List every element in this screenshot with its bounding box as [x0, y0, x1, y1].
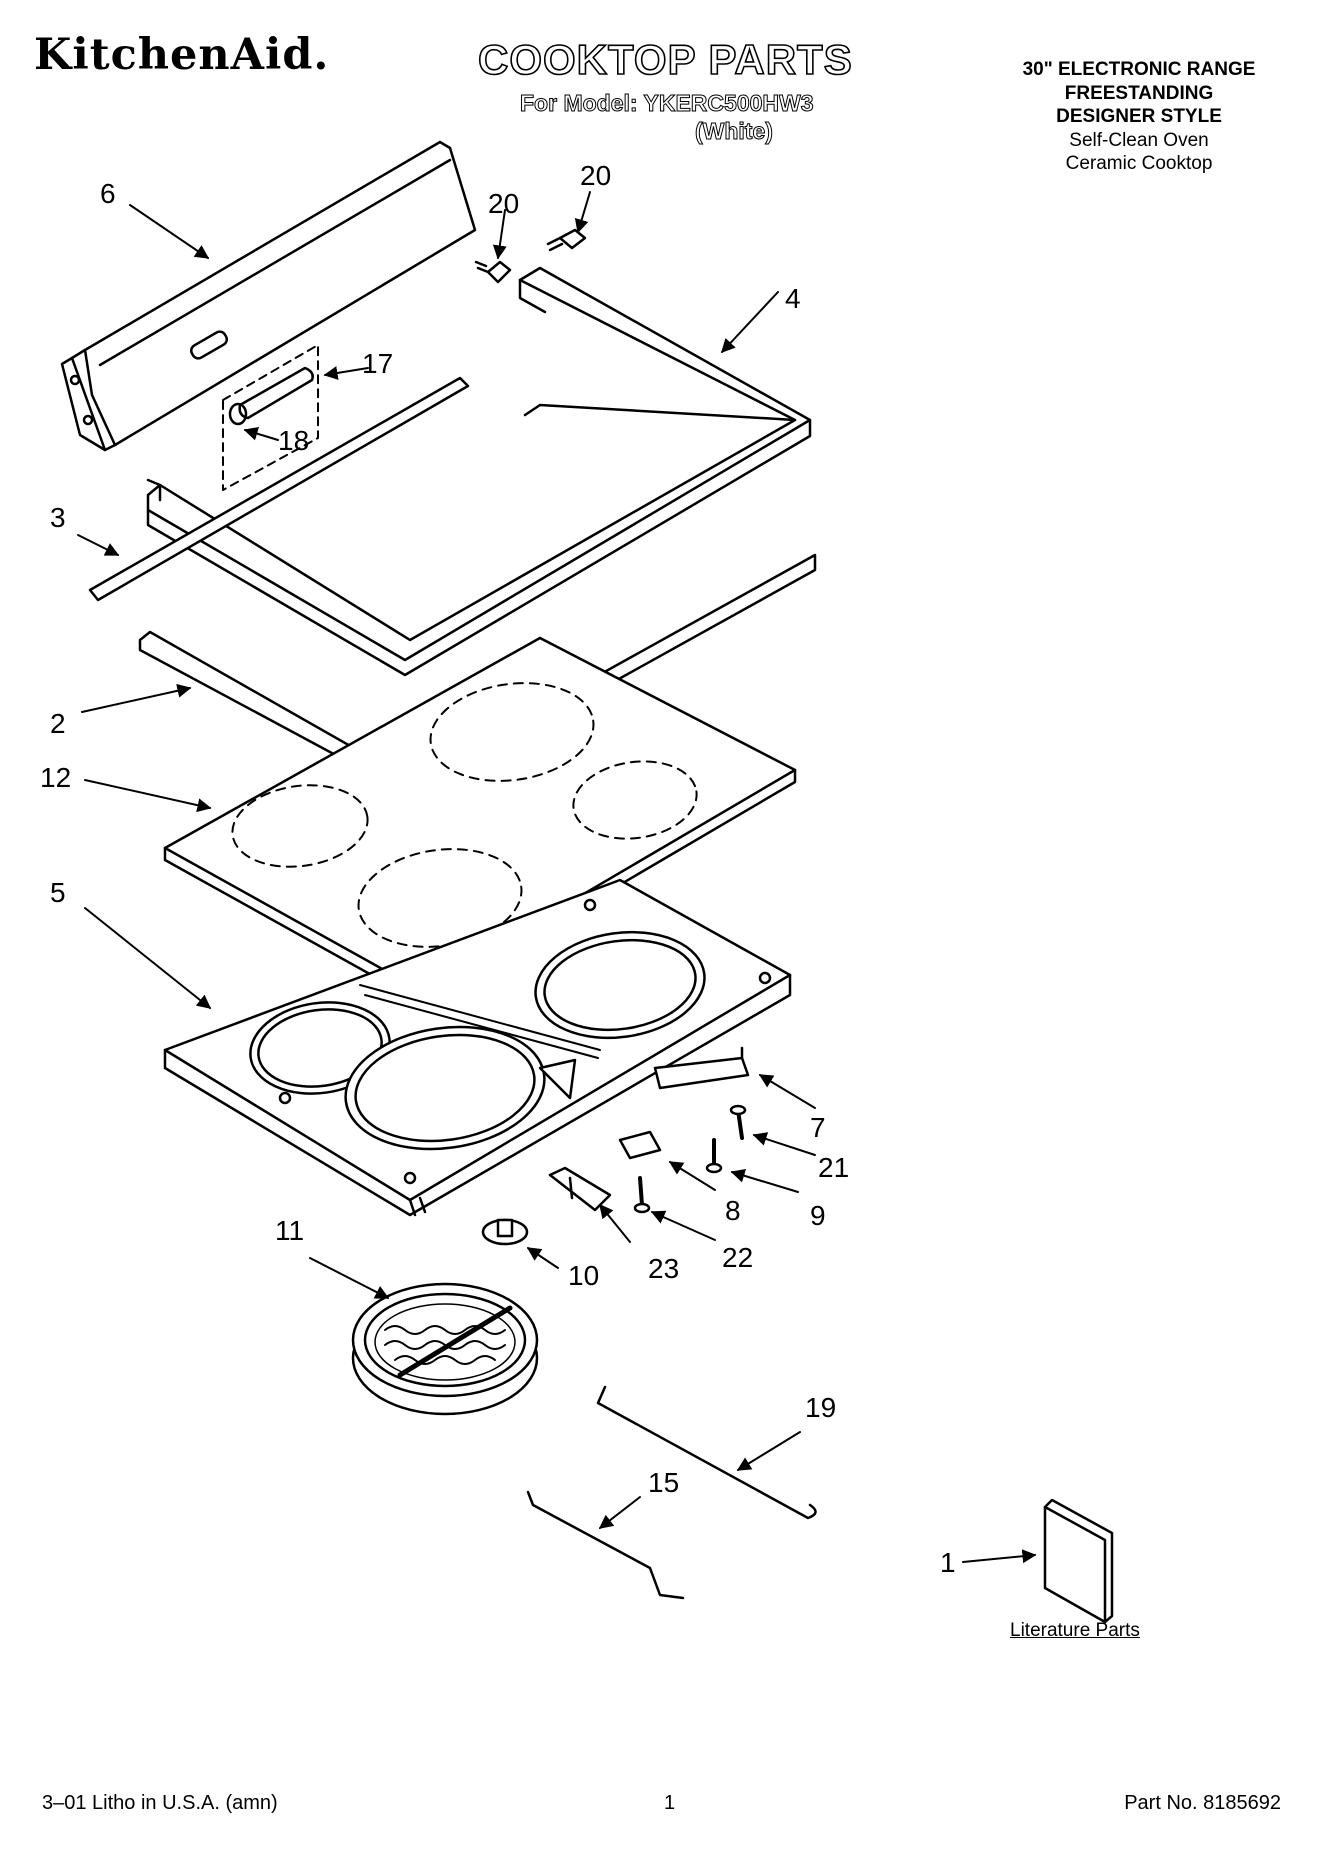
part-5-burner-box — [163, 878, 792, 1217]
callout-21: 21 — [818, 1152, 849, 1183]
callout-5: 5 — [50, 877, 66, 908]
callout-7: 7 — [810, 1112, 826, 1143]
callout-15: 15 — [648, 1467, 679, 1498]
callout-22: 22 — [722, 1242, 753, 1273]
description-line: 30" ELECTRONIC RANGE — [1022, 59, 1256, 80]
part-23-bracket — [548, 1166, 612, 1212]
part-22-screw — [633, 1176, 651, 1214]
description-line: FREESTANDING — [1064, 82, 1214, 104]
callout-11: 11 — [275, 1215, 304, 1246]
part-7-bracket — [653, 1046, 750, 1090]
callout-2: 2 — [50, 708, 66, 739]
part-20-screw — [546, 228, 587, 252]
callout-18: 18 — [278, 425, 309, 456]
part-3-front-strip — [88, 376, 470, 602]
part-9-screw — [705, 1138, 723, 1174]
callout-20-right: 20 — [580, 160, 611, 191]
callout-8: 8 — [725, 1195, 741, 1226]
callout-6: 6 — [100, 178, 116, 209]
brand-logo: KitchenAid. — [34, 30, 330, 80]
callout-20-left: 20 — [488, 188, 519, 219]
leader-lines — [77, 191, 1037, 1564]
description-line: DESIGNER STYLE — [1056, 106, 1222, 127]
footer-page-number: 1 — [664, 1792, 676, 1814]
callout-12: 12 — [40, 762, 71, 793]
callout-19: 19 — [805, 1392, 836, 1423]
part-1-literature — [1043, 1498, 1114, 1624]
part-20-screw — [474, 260, 512, 284]
part-11-burner-element — [351, 1282, 539, 1416]
description-line: Ceramic Cooktop — [1065, 153, 1213, 174]
part-8-clip — [618, 1130, 662, 1160]
callout-10: 10 — [568, 1260, 599, 1291]
part-17-bracket — [222, 344, 319, 491]
callout-4: 4 — [785, 283, 801, 314]
part-6-rear-panel — [60, 140, 477, 452]
callout-numbers: 6 20 20 4 17 18 3 2 12 5 7 21 9 8 22 23 … — [40, 160, 956, 1578]
description-line: Self-Clean Oven — [1069, 129, 1209, 151]
callout-17: 17 — [362, 348, 393, 379]
model-color: (White) — [695, 118, 774, 145]
page-title: COOKTOP PARTS — [477, 35, 853, 84]
callout-1: 1 — [940, 1547, 956, 1578]
part-15-rod — [526, 1490, 685, 1600]
part-10-switch — [481, 1218, 529, 1246]
part-21-screw — [729, 1104, 747, 1140]
callout-9: 9 — [810, 1200, 826, 1231]
footer-litho: 3–01 Litho in U.S.A. (amn) — [42, 1792, 278, 1814]
literature-parts-label: Literature Parts — [1010, 1620, 1140, 1641]
callout-23: 23 — [648, 1253, 679, 1284]
part-18-clip — [228, 402, 248, 426]
callout-3: 3 — [50, 502, 66, 533]
model-number: For Model: YKERC500HW3 — [520, 90, 815, 117]
product-description: 30" ELECTRONIC RANGE FREESTANDING DESIGN… — [994, 58, 1284, 176]
part-19-rod — [596, 1385, 817, 1520]
footer-part-number: Part No. 8185692 — [1124, 1792, 1281, 1814]
part-2-gasket — [138, 553, 817, 797]
part-4-trim-frame — [146, 266, 812, 677]
